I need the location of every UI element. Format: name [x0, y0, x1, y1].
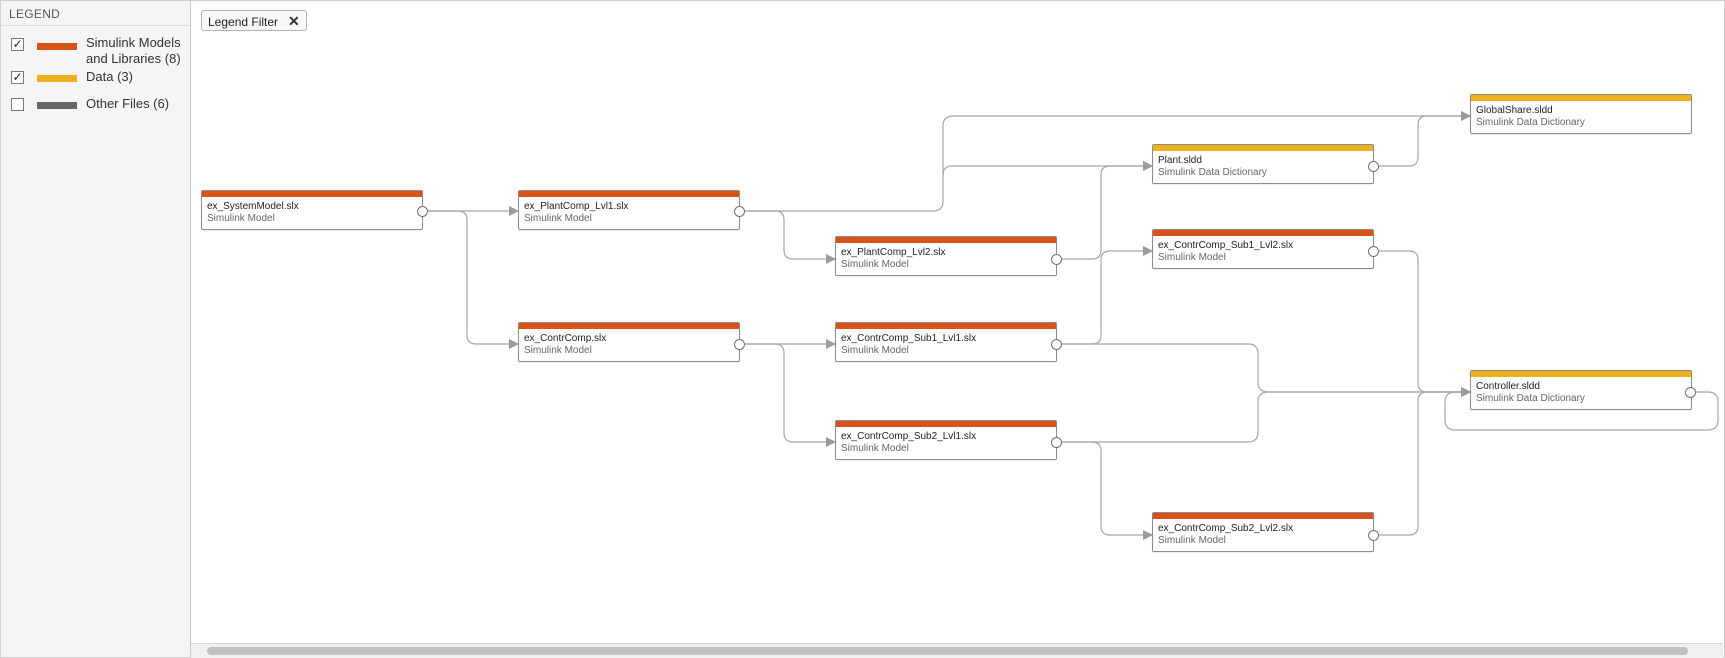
edge [1062, 246, 1153, 345]
legend-checkbox-other-files[interactable] [11, 98, 24, 111]
legend-checkbox-simulink-models[interactable]: ✓ [11, 37, 24, 51]
legend-swatch-other-files [37, 102, 77, 109]
node-name: ex_PlantComp_Lvl2.slx [841, 247, 946, 258]
node-output-port[interactable] [1051, 254, 1062, 265]
node-name: ex_ContrComp_Sub1_Lvl1.slx [841, 333, 977, 344]
node-output-port[interactable] [1685, 387, 1696, 398]
close-icon[interactable]: ✕ [288, 13, 300, 29]
node-plant-sldd[interactable]: Plant.sldd Simulink Data Dictionary [1152, 144, 1374, 184]
node-output-port[interactable] [1368, 530, 1379, 541]
node-type: Simulink Model [524, 345, 592, 356]
edge [745, 343, 836, 447]
node-output-port[interactable] [1368, 161, 1379, 172]
node-name: GlobalShare.sldd [1476, 105, 1553, 116]
node-output-port[interactable] [1051, 437, 1062, 448]
legend-swatch-data [37, 75, 77, 82]
legend-checkbox-data[interactable]: ✓ [11, 70, 24, 84]
node-ex-systemmodel[interactable]: ex_SystemModel.slx Simulink Model [201, 190, 423, 230]
legend-item-other-files[interactable]: Other Files (6) [1, 96, 190, 116]
edge [1379, 250, 1471, 397]
node-type-bar [202, 191, 422, 197]
edge [1379, 387, 1471, 536]
edge [942, 161, 1153, 176]
node-type-bar [1471, 95, 1691, 101]
node-globalshare-sldd[interactable]: GlobalShare.sldd Simulink Data Dictionar… [1470, 94, 1692, 134]
node-ex-contrcomp[interactable]: ex_ContrComp.slx Simulink Model [518, 322, 740, 362]
node-type: Simulink Data Dictionary [1476, 117, 1585, 128]
edge [1062, 161, 1153, 260]
node-output-port[interactable] [1368, 246, 1379, 257]
node-type: Simulink Model [841, 345, 909, 356]
node-type: Simulink Model [841, 259, 909, 270]
node-type-bar [836, 421, 1056, 427]
node-type: Simulink Data Dictionary [1158, 167, 1267, 178]
legend-filter-label: Legend Filter [208, 15, 279, 29]
legend-filter-chip[interactable]: Legend Filter ✕ [201, 10, 307, 31]
node-type-bar [836, 323, 1056, 329]
node-ex-contrcomp-sub1-lvl1[interactable]: ex_ContrComp_Sub1_Lvl1.slx Simulink Mode… [835, 322, 1057, 362]
edge [1062, 343, 1471, 397]
legend-panel: LEGEND ✓ Simulink Models and Libraries (… [1, 1, 191, 657]
node-output-port[interactable] [734, 339, 745, 350]
node-controller-sldd[interactable]: Controller.sldd Simulink Data Dictionary [1470, 370, 1692, 410]
edge [1062, 441, 1153, 540]
node-output-port[interactable] [417, 206, 428, 217]
node-type-bar [519, 323, 739, 329]
edge [745, 210, 836, 264]
node-type-bar [836, 237, 1056, 243]
legend-label-data: Data (3) [86, 69, 133, 84]
legend-divider [1, 25, 190, 26]
node-type-bar [1153, 145, 1373, 151]
node-type: Simulink Model [1158, 535, 1226, 546]
legend-swatch-simulink-models [37, 43, 77, 50]
node-name: ex_PlantComp_Lvl1.slx [524, 201, 629, 212]
node-name: ex_ContrComp_Sub2_Lvl2.slx [1158, 523, 1294, 534]
edge [428, 210, 519, 349]
edge [1062, 387, 1471, 443]
node-type-bar [1471, 371, 1691, 377]
node-type: Simulink Model [1158, 252, 1226, 263]
node-name: Plant.sldd [1158, 155, 1202, 166]
horizontal-scrollbar-thumb[interactable] [207, 647, 1688, 655]
legend-item-data[interactable]: ✓ Data (3) [1, 69, 190, 89]
node-type: Simulink Model [207, 213, 275, 224]
node-ex-plantcomp-lvl1[interactable]: ex_PlantComp_Lvl1.slx Simulink Model [518, 190, 740, 230]
node-name: ex_SystemModel.slx [207, 201, 299, 212]
node-output-port[interactable] [1051, 339, 1062, 350]
node-ex-contrcomp-sub2-lvl2[interactable]: ex_ContrComp_Sub2_Lvl2.slx Simulink Mode… [1152, 512, 1374, 552]
node-ex-plantcomp-lvl2[interactable]: ex_PlantComp_Lvl2.slx Simulink Model [835, 236, 1057, 276]
legend-item-simulink-models[interactable]: ✓ Simulink Models and Libraries (8) [1, 35, 190, 66]
node-ex-contrcomp-sub1-lvl2[interactable]: ex_ContrComp_Sub1_Lvl2.slx Simulink Mode… [1152, 229, 1374, 269]
node-type-bar [519, 191, 739, 197]
node-type: Simulink Data Dictionary [1476, 393, 1585, 404]
node-type-bar [1153, 230, 1373, 236]
edge [1444, 387, 1719, 431]
node-ex-contrcomp-sub2-lvl1[interactable]: ex_ContrComp_Sub2_Lvl1.slx Simulink Mode… [835, 420, 1057, 460]
node-output-port[interactable] [734, 206, 745, 217]
node-type-bar [1153, 513, 1373, 519]
edge [1379, 111, 1471, 167]
node-type: Simulink Model [524, 213, 592, 224]
legend-label-simulink-models: Simulink Models and Libraries (8) [86, 35, 181, 66]
node-name: ex_ContrComp_Sub2_Lvl1.slx [841, 431, 977, 442]
legend-label-other-files: Other Files (6) [86, 96, 170, 111]
node-name: ex_ContrComp_Sub1_Lvl2.slx [1158, 240, 1294, 251]
edge [745, 111, 1471, 212]
node-name: Controller.sldd [1476, 381, 1540, 392]
node-type: Simulink Model [841, 443, 909, 454]
legend-title: LEGEND [9, 7, 61, 21]
node-name: ex_ContrComp.slx [524, 333, 607, 344]
